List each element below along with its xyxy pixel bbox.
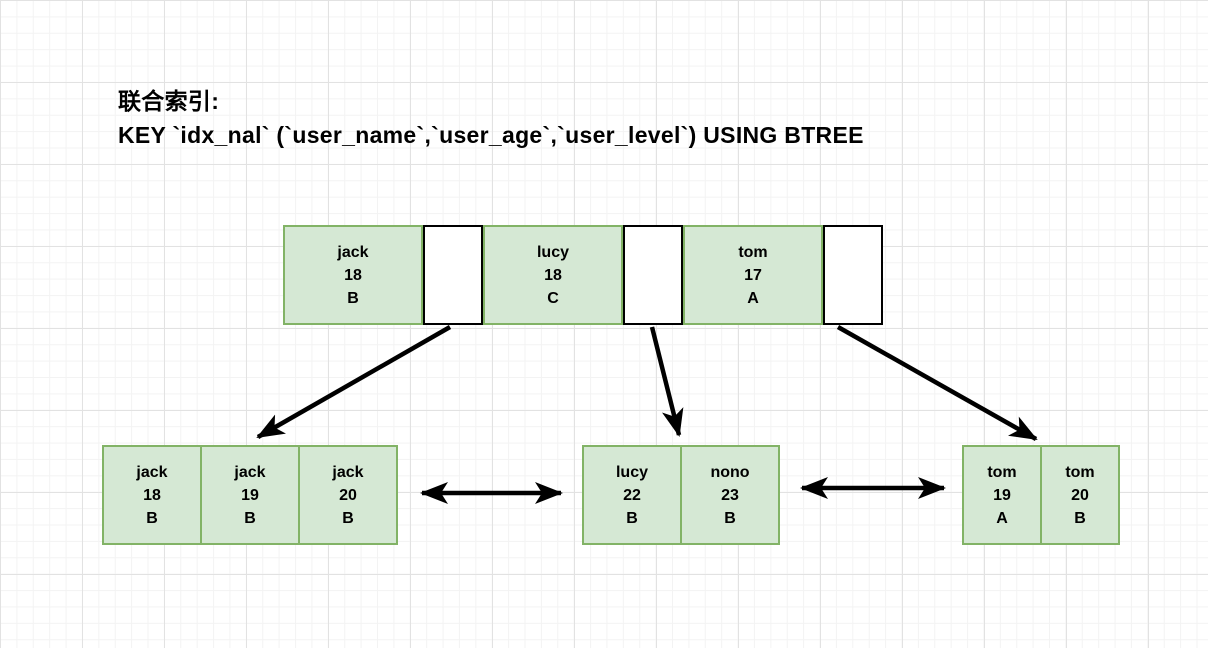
- record-age: 20: [1071, 486, 1089, 504]
- record-name: tom: [1065, 463, 1095, 481]
- leaf-node-3: tom 19 A tom 20 B: [962, 445, 1120, 545]
- record-age: 20: [339, 486, 357, 504]
- record-level: B: [1074, 509, 1086, 527]
- leaf-record-cell: tom 19 A: [962, 445, 1042, 545]
- record-level: A: [747, 289, 759, 307]
- record-level: B: [146, 509, 158, 527]
- leaf-record-cell: jack 19 B: [200, 445, 300, 545]
- root-key-cell-jack: jack 18 B: [283, 225, 423, 325]
- record-age: 22: [623, 486, 641, 504]
- leaf-record-cell: lucy 22 B: [582, 445, 682, 545]
- title-line-2: KEY `idx_nal` (`user_name`,`user_age`,`u…: [118, 122, 864, 148]
- record-name: jack: [337, 243, 369, 261]
- leaf-node-2: lucy 22 B nono 23 B: [582, 445, 780, 545]
- root-to-leaf1-arrow: [256, 325, 452, 439]
- record-name: jack: [136, 463, 168, 481]
- root-pointer-cell-1: [423, 225, 483, 325]
- record-age: 18: [344, 266, 362, 284]
- root-node: jack 18 B lucy 18 C tom 17 A: [283, 225, 883, 325]
- leaf-record-cell: tom 20 B: [1040, 445, 1120, 545]
- root-pointer-cell-3: [823, 225, 883, 325]
- root-key-cell-lucy: lucy 18 C: [483, 225, 623, 325]
- record-level: C: [547, 289, 559, 307]
- record-name: lucy: [615, 463, 648, 481]
- record-name: tom: [738, 243, 768, 261]
- root-to-leaf2-arrow: [649, 326, 684, 437]
- record-level: B: [244, 509, 256, 527]
- record-age: 19: [241, 486, 259, 504]
- leaf-record-cell: nono 23 B: [680, 445, 780, 545]
- record-level: B: [342, 509, 354, 527]
- root-to-leaf3-arrow: [836, 325, 1038, 441]
- record-age: 19: [993, 486, 1011, 504]
- record-level: B: [724, 509, 736, 527]
- leaf-record-cell: jack 18 B: [102, 445, 202, 545]
- root-key-cell-tom: tom 17 A: [683, 225, 823, 325]
- leaf-node-1: jack 18 B jack 19 B jack 20 B: [102, 445, 398, 545]
- record-age: 18: [143, 486, 161, 504]
- diagram-title: 联合索引: KEY `idx_nal` (`user_name`,`user_a…: [118, 84, 864, 152]
- root-pointer-cell-2: [623, 225, 683, 325]
- title-line-1: 联合索引:: [118, 88, 220, 114]
- record-name: jack: [234, 463, 266, 481]
- record-name: lucy: [536, 243, 569, 261]
- record-age: 18: [544, 266, 562, 284]
- record-name: nono: [710, 463, 750, 481]
- record-age: 17: [744, 266, 762, 284]
- record-level: A: [996, 509, 1008, 527]
- record-name: tom: [987, 463, 1017, 481]
- record-name: jack: [332, 463, 364, 481]
- record-level: B: [626, 509, 638, 527]
- leaf-record-cell: jack 20 B: [298, 445, 398, 545]
- record-level: B: [347, 289, 359, 307]
- record-age: 23: [721, 486, 739, 504]
